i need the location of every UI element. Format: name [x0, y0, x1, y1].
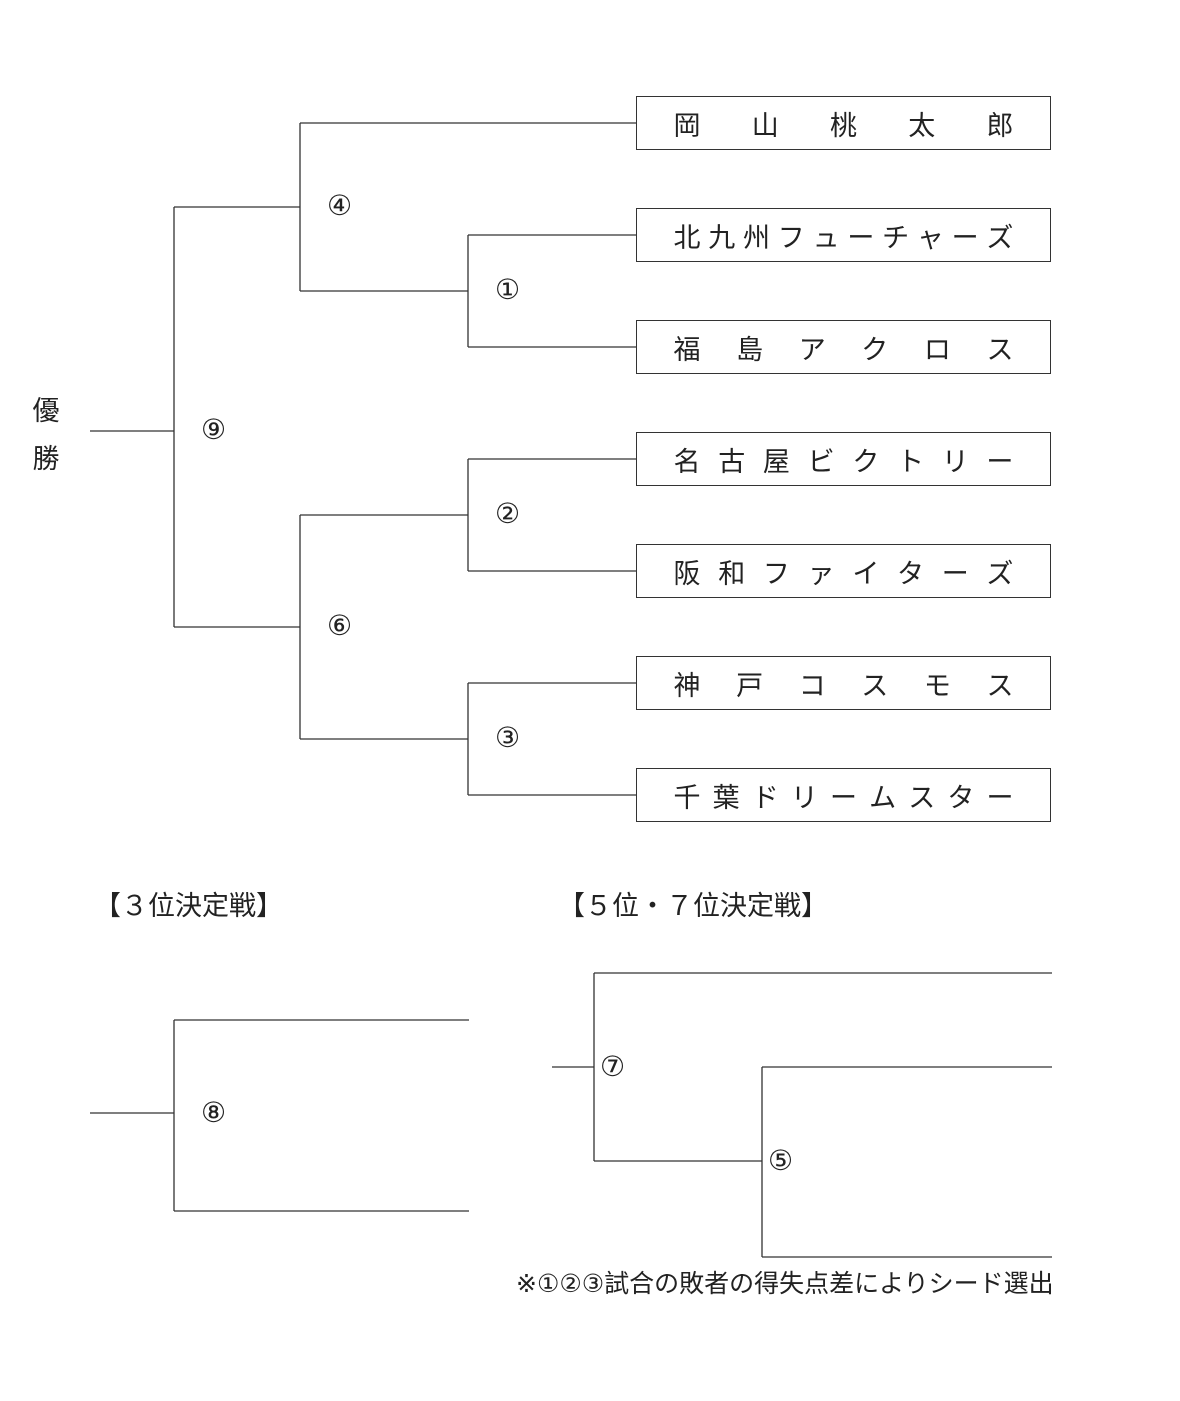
match-number-3: ③ [495, 721, 521, 754]
team-name: 阪和ファイターズ [673, 558, 1014, 590]
seed-note: ※①②③試合の敗者の得失点差によりシード選出 [516, 1269, 1054, 1298]
team-name: 北九州フューチャーズ [673, 222, 1014, 254]
match-number-7: ⑦ [600, 1050, 626, 1083]
match-number-1: ① [495, 273, 521, 306]
match-number-9: ⑨ [201, 413, 227, 446]
team-box-kitakyushu: 北九州フューチャーズ [636, 208, 1051, 262]
team-name: 神戸コスモス [673, 670, 1014, 702]
fifth-seventh-title: 【５位・７位決定戦】 [558, 891, 828, 922]
third-place-title: 【３位決定戦】 [94, 891, 283, 922]
team-name: 千葉ドリームスター [673, 782, 1014, 814]
team-name: 岡山桃太郎 [673, 110, 1014, 142]
team-name: 名古屋ビクトリー [673, 446, 1014, 478]
team-box-okayama: 岡山桃太郎 [636, 96, 1051, 150]
match-number-5: ⑤ [768, 1144, 794, 1177]
team-box-kobe: 神戸コスモス [636, 656, 1051, 710]
champion-label: 優勝 [32, 396, 60, 475]
match-number-8: ⑧ [201, 1096, 227, 1129]
match-number-4: ④ [327, 189, 353, 222]
team-box-nagoya: 名古屋ビクトリー [636, 432, 1051, 486]
team-box-fukushima: 福島アクロス [636, 320, 1051, 374]
team-box-chiba: 千葉ドリームスター [636, 768, 1051, 822]
match-number-6: ⑥ [327, 609, 353, 642]
team-name: 福島アクロス [673, 334, 1014, 366]
team-box-hanwa: 阪和ファイターズ [636, 544, 1051, 598]
match-number-2: ② [495, 497, 521, 530]
